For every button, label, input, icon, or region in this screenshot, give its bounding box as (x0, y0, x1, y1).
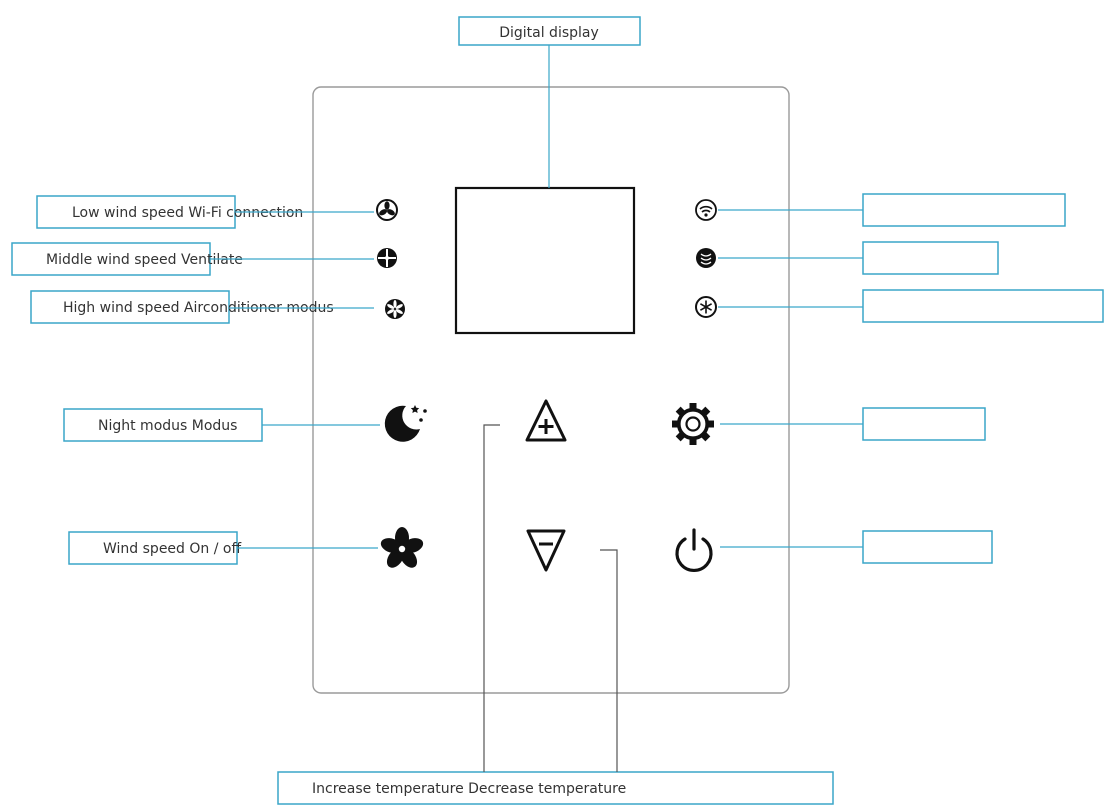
callout-box (862, 193, 1066, 227)
fan-mid-icon (377, 248, 397, 268)
leader-line-decrease (600, 549, 618, 772)
callout-box (862, 289, 1104, 323)
callout-right-4 (720, 407, 986, 441)
callout-box (862, 407, 986, 441)
moon-stars-icon (384, 405, 427, 442)
callout-label-middle-wind-ventilate: Middle wind speed Ventilate (46, 252, 243, 268)
fan-icon (380, 527, 424, 568)
callout-night-modus: Night modus Modus (63, 408, 380, 442)
callout-box (277, 771, 834, 805)
callout-low-wind-wifi: Low wind speed Wi-Fi connection (36, 195, 374, 229)
callout-digital-display: Digital display (458, 16, 641, 188)
callout-label-low-wind-wifi: Low wind speed Wi-Fi connection (72, 205, 303, 221)
callout-label-increase-decrease: Increase temperature Decrease temperatur… (312, 781, 626, 797)
wifi-icon (695, 199, 717, 221)
callout-label-high-wind-aircon: High wind speed Airconditioner modus (63, 300, 334, 316)
callout-right-3 (718, 289, 1104, 323)
digital-display-screen (454, 186, 636, 335)
callout-high-wind-aircon: High wind speed Airconditioner modus (30, 290, 374, 324)
callout-box (30, 290, 230, 324)
triangle-plus-icon (525, 399, 567, 442)
triangle-minus-icon (526, 529, 566, 572)
leader-line-increase (483, 424, 500, 772)
callout-right-1 (718, 193, 1066, 227)
callout-label-digital-display: Digital display (499, 25, 599, 41)
ventilate-icon (696, 248, 716, 268)
callout-wind-onoff: Wind speed On / off (68, 531, 378, 565)
fan-high-icon (385, 299, 405, 319)
snowflake-icon (695, 296, 717, 318)
callout-label-night-modus: Night modus Modus (98, 418, 237, 434)
device-panel (312, 86, 790, 694)
callout-box (862, 530, 993, 564)
callout-right-2 (718, 241, 999, 275)
power-icon (675, 528, 713, 573)
callout-label-wind-onoff: Wind speed On / off (103, 541, 241, 557)
callout-increase-decrease: Increase temperature Decrease temperatur… (277, 424, 834, 805)
fan-low-icon (376, 199, 398, 221)
callout-box (862, 241, 999, 275)
callout-right-5 (720, 530, 993, 564)
gear-icon (672, 403, 714, 445)
callout-middle-wind-ventilate: Middle wind speed Ventilate (11, 242, 374, 276)
